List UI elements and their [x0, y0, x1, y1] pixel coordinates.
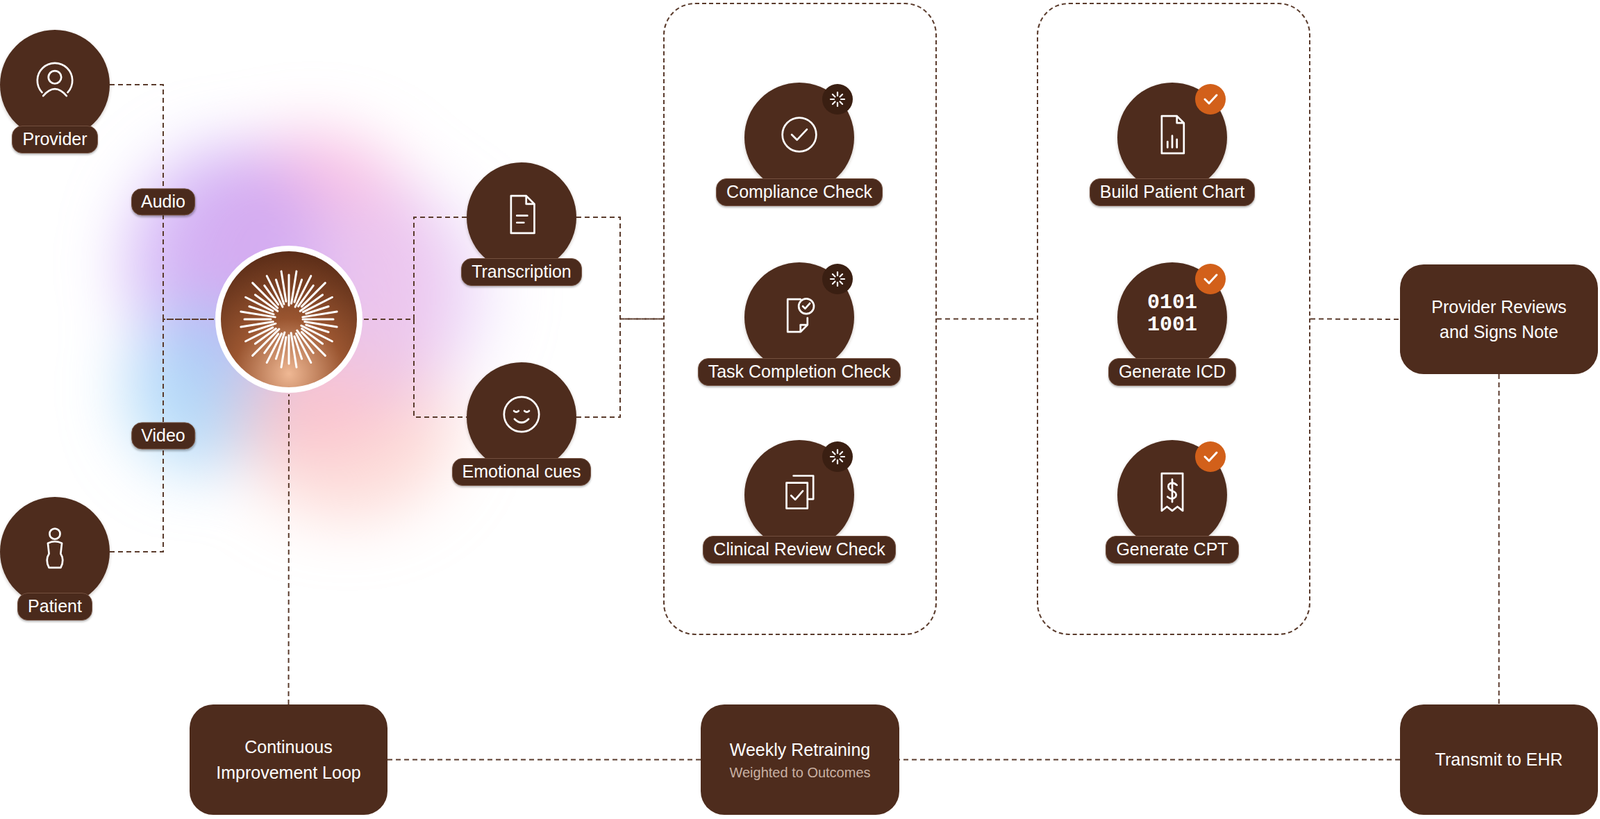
edge-label: Video: [140, 425, 186, 446]
process-box: Provider Reviews and Signs Note: [1400, 264, 1598, 375]
role-circle: Provider: [0, 29, 112, 154]
label-pill: Build Patient Chart: [1089, 178, 1255, 206]
done-badge: [1193, 261, 1228, 297]
check-circle: Task Completion Check: [696, 262, 903, 387]
glow-cloud: [125, 131, 494, 521]
label-pill: Task Completion Check: [697, 358, 902, 386]
circle-shape: [0, 29, 110, 140]
circle-shape: [466, 162, 577, 273]
box-title: Weekly Retraining: [729, 737, 871, 763]
check-circle: Clinical Review Check: [701, 440, 897, 564]
node-label: Generate ICD: [1118, 361, 1226, 382]
label-pill: Generate CPT: [1105, 536, 1239, 564]
box-title: Continuous Improvement Loop: [210, 734, 367, 786]
dashed-connector: [1498, 374, 1500, 705]
node-icon: [770, 105, 829, 164]
node-label: Build Patient Chart: [1100, 181, 1245, 202]
circle-shape: [744, 82, 855, 193]
input-circle: Transcription: [459, 162, 584, 287]
icon-digits: 0101 1001: [1144, 292, 1200, 337]
node-label: Generate CPT: [1115, 539, 1228, 560]
ai-hub-circle: [213, 244, 364, 395]
box-subtitle: Weighted to Outcomes: [729, 763, 871, 783]
process-box: Continuous Improvement Loop: [189, 704, 388, 816]
output-circle: Build Patient Chart: [1088, 82, 1257, 207]
label-pill: Emotional cues: [452, 458, 592, 486]
dashed-connector: [1310, 318, 1400, 321]
dashed-connector: [363, 217, 467, 320]
label-pill: Transcription: [461, 258, 582, 286]
dashed-connector: [109, 84, 214, 320]
label-pill: Generate ICD: [1108, 358, 1237, 386]
edge-label-pill: Audio: [131, 188, 196, 216]
node-icon: [1143, 463, 1202, 522]
node-label: Task Completion Check: [708, 361, 891, 382]
role-circle: Patient: [0, 497, 112, 621]
dashed-connector: [576, 319, 664, 419]
dashed-connector: [387, 759, 701, 762]
pending-badge: [820, 439, 855, 475]
label-pill: Patient: [17, 593, 93, 621]
circle-shape: [466, 362, 577, 473]
pending-badge: [820, 261, 855, 297]
node-icon: [1143, 105, 1202, 164]
check-group: Compliance CheckTask Completion CheckCli…: [663, 2, 937, 636]
node-icon: [492, 185, 551, 244]
circle-shape: [1117, 82, 1228, 193]
box-title: Provider Reviews and Signs Note: [1420, 294, 1578, 346]
ai-hub-graphic: [213, 244, 364, 395]
dashed-connector: [936, 318, 1037, 321]
dashed-connector: [288, 394, 291, 705]
process-box: Transmit to EHR: [1400, 704, 1598, 816]
output-circle: Generate CPT: [1104, 440, 1240, 564]
label-pill: Clinical Review Check: [702, 536, 896, 564]
input-circle: Emotional cues: [450, 362, 594, 487]
pending-badge: [820, 81, 855, 117]
done-badge: [1193, 81, 1228, 117]
node-label: Patient: [27, 596, 82, 616]
node-label: Transcription: [471, 261, 572, 282]
label-pill: Provider: [11, 125, 98, 153]
process-box: Weekly RetrainingWeighted to Outcomes: [700, 704, 900, 816]
done-badge: [1193, 439, 1228, 475]
dashed-connector: [109, 319, 214, 553]
node-label: Emotional cues: [462, 461, 582, 482]
node-label: Provider: [22, 129, 87, 149]
node-icon: [25, 520, 85, 579]
node-icon: [492, 385, 551, 444]
node-label: Clinical Review Check: [713, 539, 885, 560]
label-pill: Compliance Check: [715, 178, 883, 206]
circle-shape: [0, 497, 110, 607]
dashed-connector: [899, 759, 1400, 762]
circle-shape: [1117, 440, 1228, 550]
circle-shape: [744, 440, 855, 550]
dashed-connector: [576, 217, 664, 320]
circle-shape: [744, 262, 855, 373]
node-icon: [770, 463, 829, 522]
node-icon: [25, 52, 85, 112]
node-label: Compliance Check: [726, 181, 873, 202]
check-circle: Compliance Check: [714, 82, 885, 207]
edge-label: Audio: [140, 191, 186, 212]
box-title: Transmit to EHR: [1435, 747, 1564, 773]
dashed-connector: [363, 319, 467, 418]
edge-label-pill: Video: [131, 422, 196, 450]
node-icon: [770, 285, 829, 344]
